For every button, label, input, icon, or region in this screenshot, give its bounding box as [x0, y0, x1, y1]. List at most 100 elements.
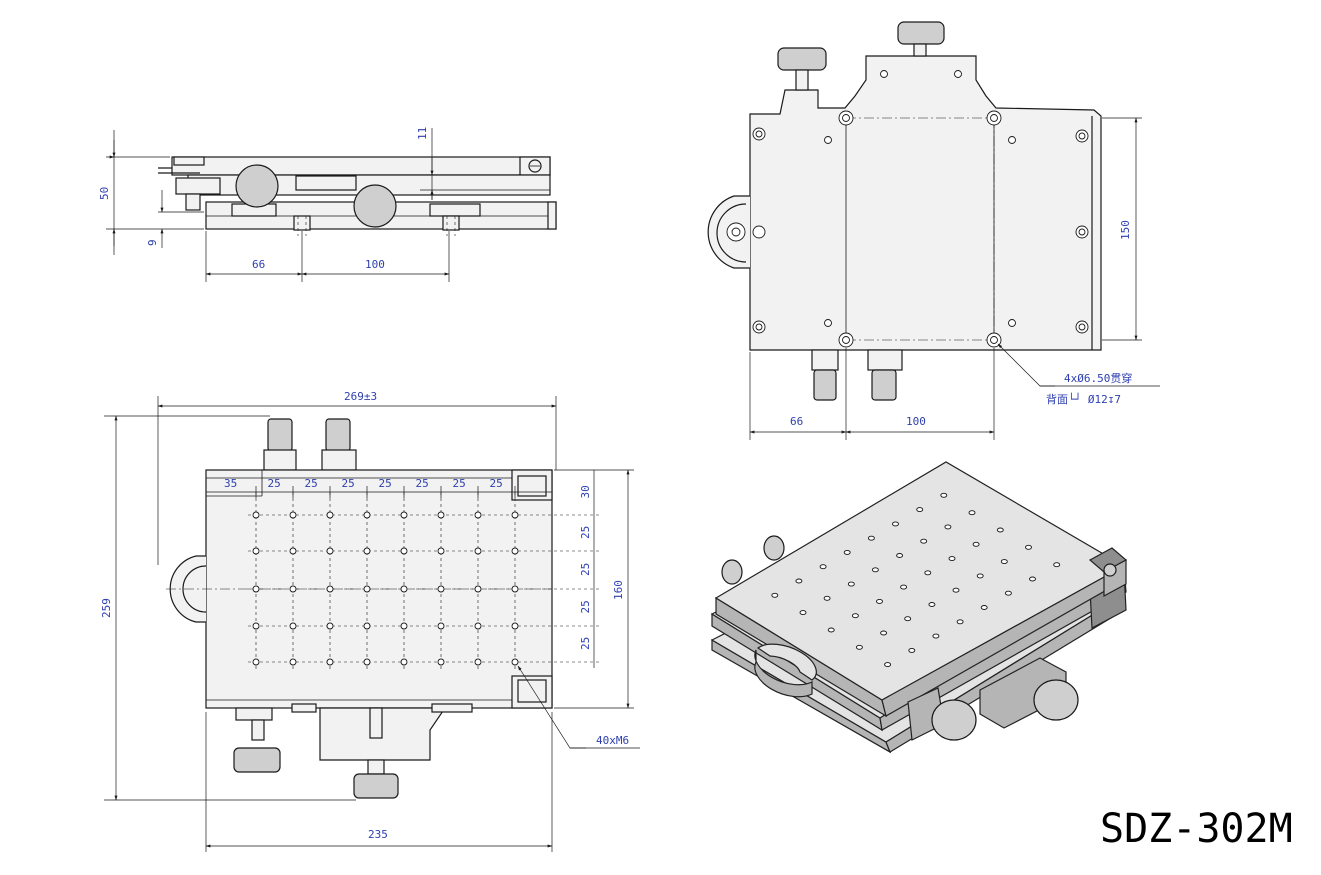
col-spacing-label: 25: [579, 563, 592, 576]
col-spacing-label: 25: [579, 637, 592, 650]
iso-hole: [932, 633, 940, 639]
mounting-hole: [252, 585, 260, 593]
mounting-hole: [437, 622, 445, 630]
col-spacing-label: 25: [579, 526, 592, 539]
col-spacing-label: 30: [579, 485, 592, 498]
counterbore-holes: [838, 110, 1002, 348]
iso-hole: [940, 492, 948, 498]
mounting-hole: [400, 511, 408, 519]
mounting-hole: [400, 622, 408, 630]
mounting-hole: [252, 511, 260, 519]
iso-hole: [996, 527, 1004, 533]
iso-hole: [896, 553, 904, 558]
iso-hole: [920, 538, 928, 544]
iso-hole: [771, 592, 779, 598]
row-spacing-label: 25: [379, 477, 392, 490]
mounting-hole: [400, 547, 408, 555]
iso-hole: [867, 535, 875, 541]
iso-hole: [855, 644, 863, 650]
iso-hole: [1029, 576, 1036, 582]
iso-hole: [968, 510, 976, 516]
mounting-hole: [326, 622, 334, 630]
hole-note-line2: 背面└┘ Ø12↧7: [1046, 392, 1121, 406]
mounting-hole: [289, 547, 297, 555]
row-spacing-label: 25: [453, 477, 466, 490]
isometric-view: [710, 461, 1128, 754]
col-spacing-labels: 30 25 25 25 25: [579, 470, 595, 668]
mounting-hole: [289, 658, 297, 666]
model-number: SDZ-302M: [1100, 806, 1293, 852]
iso-hole: [944, 524, 952, 530]
iso-hole: [980, 605, 988, 610]
mounting-hole: [474, 585, 482, 593]
mounting-hole: [511, 547, 519, 555]
mounting-hole: [326, 547, 334, 555]
mounting-hole: [437, 658, 445, 666]
iso-hole: [1000, 559, 1008, 565]
row-spacing-label: 25: [416, 477, 429, 490]
mounting-hole: [437, 511, 445, 519]
iso-hole: [851, 613, 859, 619]
iso-hole: [972, 541, 980, 547]
mounting-hole: [326, 511, 334, 519]
iso-hole: [880, 630, 888, 636]
row-spacing-label: 25: [342, 477, 355, 490]
hole-callout-40xM6: 40xM6: [596, 734, 629, 747]
iso-hole: [1053, 562, 1061, 568]
mounting-hole: [326, 658, 334, 666]
mounting-hole: [363, 547, 371, 555]
iso-hole: [904, 616, 912, 622]
dim-right-100: 100: [906, 415, 926, 428]
dim-overall-height: 259: [100, 598, 113, 618]
mounting-hole: [474, 511, 482, 519]
iso-hole: [928, 602, 936, 607]
iso-hole: [871, 567, 879, 573]
iso-hole: [956, 619, 964, 625]
mounting-hole: [400, 658, 408, 666]
hole-note-line1: 4xØ6.50贯穿: [1064, 371, 1132, 385]
dim-side-9: 9: [146, 239, 159, 246]
iso-hole: [1025, 544, 1032, 550]
iso-hole: [948, 556, 956, 562]
iso-hole: [827, 627, 835, 633]
mounting-hole: [400, 585, 408, 593]
mounting-hole: [363, 658, 371, 666]
dim-side-100: 100: [365, 258, 385, 271]
mounting-hole: [474, 622, 482, 630]
dim-base-width: 235: [368, 828, 388, 841]
iso-hole: [876, 598, 883, 604]
iso-hole: [924, 570, 932, 576]
dim-side-11: 11: [416, 127, 429, 140]
mounting-hole: [289, 585, 297, 593]
iso-hole: [892, 521, 899, 527]
iso-hole: [916, 507, 924, 513]
iso-hole: [843, 549, 851, 555]
mounting-hole: [474, 547, 482, 555]
mounting-hole: [363, 511, 371, 519]
iso-hole: [908, 647, 916, 653]
col-spacing-label: 25: [579, 600, 592, 613]
mounting-hole: [511, 585, 519, 593]
dim-side-66: 66: [252, 258, 265, 271]
mounting-hole: [363, 622, 371, 630]
mounting-hole: [437, 585, 445, 593]
dim-pattern-height: 160: [612, 580, 625, 600]
iso-hole: [900, 584, 908, 590]
mounting-hole: [511, 658, 519, 666]
iso-hole: [847, 581, 855, 587]
iso-hole: [799, 610, 807, 616]
iso-hole: [795, 578, 803, 584]
iso-hole: [976, 573, 984, 579]
mounting-hole: [252, 547, 260, 555]
row-spacing-label: 25: [305, 477, 318, 490]
mounting-hole: [252, 622, 260, 630]
iso-hole-pattern: [771, 492, 1061, 668]
iso-hole: [819, 564, 827, 570]
mounting-hole: [252, 658, 260, 666]
mounting-hole: [437, 547, 445, 555]
mounting-hole: [289, 511, 297, 519]
iso-hole: [1004, 590, 1012, 596]
